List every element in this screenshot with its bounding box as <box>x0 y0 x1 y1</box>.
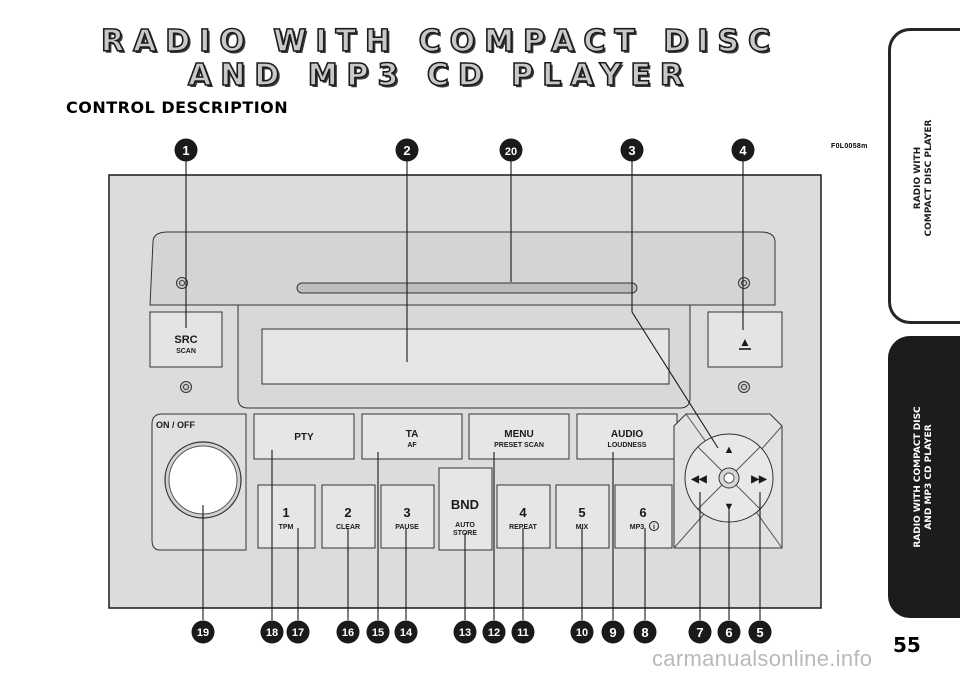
radio-display <box>261 328 670 385</box>
callout-12: 12 <box>482 620 506 644</box>
svg-text:18: 18 <box>266 627 278 639</box>
on-off-label: ON / OFF <box>156 420 195 430</box>
svg-text:17: 17 <box>292 627 304 639</box>
page-title-line-1: RADIO WITH COMPACT DISC <box>100 23 780 60</box>
radio-diagram: SRC SCAN ▲ ON / OFF PTY TA AF MENU PRESE… <box>108 138 822 644</box>
page-number: 55 <box>893 633 921 657</box>
svg-text:7: 7 <box>696 625 703 640</box>
svg-text:3: 3 <box>628 143 635 158</box>
svg-text:2: 2 <box>403 143 410 158</box>
callout-4: 4 <box>731 138 755 162</box>
svg-text:19: 19 <box>197 627 209 639</box>
callout-17: 17 <box>286 620 310 644</box>
callout-3: 3 <box>620 138 644 162</box>
cd-slot <box>296 282 638 294</box>
svg-text:LOUDNESS: LOUDNESS <box>608 442 647 449</box>
screw-icon <box>738 277 750 289</box>
svg-text:4: 4 <box>739 143 747 158</box>
page-title-line-2: AND MP3 CD PLAYER <box>187 57 692 94</box>
svg-text:13: 13 <box>459 627 471 639</box>
svg-text:TPM: TPM <box>279 524 294 531</box>
callout-1: 1 <box>174 138 198 162</box>
preset-3-pause-button[interactable] <box>380 484 435 549</box>
svg-text:12: 12 <box>488 627 500 639</box>
callout-6: 6 <box>717 620 741 644</box>
svg-text:5: 5 <box>578 505 585 520</box>
svg-text:10: 10 <box>576 627 588 639</box>
preset-6-mp3-button[interactable] <box>614 484 673 549</box>
svg-text:AUDIO: AUDIO <box>611 429 643 440</box>
svg-text:11: 11 <box>517 627 529 639</box>
side-tab-upper[interactable] <box>888 28 960 324</box>
menu-preset-scan-button[interactable] <box>468 413 570 460</box>
rewind-icon[interactable]: ◀◀ <box>690 474 707 485</box>
callout-14: 14 <box>394 620 418 644</box>
callout-13: 13 <box>453 620 477 644</box>
svg-text:PAUSE: PAUSE <box>395 524 419 531</box>
watermark: carmanualsonline.info <box>652 646 873 671</box>
svg-text:16: 16 <box>342 627 354 639</box>
svg-text:5: 5 <box>756 625 763 640</box>
callout-11: 11 <box>511 620 535 644</box>
svg-text:20: 20 <box>505 146 517 158</box>
callout-leaders <box>185 160 761 620</box>
callout-15: 15 <box>366 620 390 644</box>
svg-text:AUTO: AUTO <box>455 522 475 529</box>
svg-text:TA: TA <box>406 429 419 440</box>
down-arrow-icon[interactable]: ▼ <box>724 501 735 513</box>
svg-text:1: 1 <box>182 143 189 158</box>
callout-8: 8 <box>633 620 657 644</box>
ta-af-button[interactable] <box>361 413 463 460</box>
cd-tray-housing <box>149 231 776 306</box>
preset-1-tpm-button[interactable] <box>257 484 316 549</box>
screw-icon <box>176 277 188 289</box>
audio-loudness-button[interactable] <box>576 413 678 460</box>
screw-icon <box>180 381 192 393</box>
svg-text:6: 6 <box>639 505 646 520</box>
svg-text:15: 15 <box>372 627 384 639</box>
scan-label: SCAN <box>176 348 196 355</box>
svg-text:4: 4 <box>519 505 527 520</box>
figure-code: F0L0058m <box>831 143 868 150</box>
svg-text:MP3: MP3 <box>630 524 645 531</box>
svg-text:BND: BND <box>451 497 479 512</box>
side-tab-lower[interactable] <box>888 336 960 618</box>
callout-18: 18 <box>260 620 284 644</box>
callout-9: 9 <box>601 620 625 644</box>
svg-text:3: 3 <box>403 505 410 520</box>
callout-20: 20 <box>499 138 523 162</box>
eject-icon: ▲ <box>739 335 751 349</box>
svg-text:6: 6 <box>725 625 732 640</box>
svg-text:i: i <box>653 524 655 531</box>
svg-text:MENU: MENU <box>504 429 533 440</box>
fast-forward-icon[interactable]: ▶▶ <box>750 474 768 485</box>
up-arrow-icon[interactable]: ▲ <box>724 444 735 456</box>
svg-text:AF: AF <box>407 442 417 449</box>
svg-text:9: 9 <box>609 625 616 640</box>
svg-text:MIX: MIX <box>576 524 589 531</box>
svg-text:PTY: PTY <box>294 432 314 443</box>
src-label: SRC <box>174 334 197 346</box>
screw-icon <box>738 381 750 393</box>
svg-text:2: 2 <box>344 505 351 520</box>
svg-text:8: 8 <box>641 625 648 640</box>
callout-5: 5 <box>748 620 772 644</box>
eject-button[interactable] <box>707 311 783 368</box>
pty-button[interactable] <box>253 413 355 460</box>
svg-text:14: 14 <box>400 627 413 639</box>
svg-text:1: 1 <box>282 505 289 520</box>
volume-knob-face <box>168 445 238 515</box>
callout-16: 16 <box>336 620 360 644</box>
svg-text:CLEAR: CLEAR <box>336 524 360 531</box>
svg-text:REPEAT: REPEAT <box>509 524 538 531</box>
callout-2: 2 <box>395 138 419 162</box>
svg-text:PRESET SCAN: PRESET SCAN <box>494 442 544 449</box>
callout-7: 7 <box>688 620 712 644</box>
callout-19: 19 <box>191 620 215 644</box>
section-title: CONTROL DESCRIPTION <box>66 98 289 117</box>
info-icon <box>649 521 659 531</box>
callout-10: 10 <box>570 620 594 644</box>
